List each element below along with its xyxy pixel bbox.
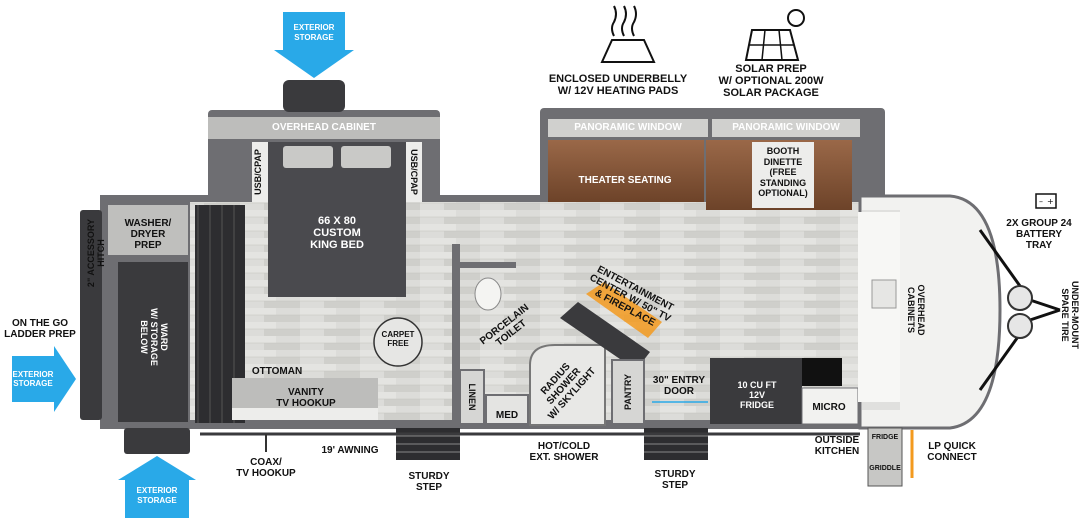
exterior-storage-top-label: EXTERIOR STORAGE bbox=[293, 23, 335, 42]
overhead-cabinet-label: OVERHEAD CABINET bbox=[272, 122, 376, 133]
spare-tire-shape-2 bbox=[1007, 313, 1033, 339]
bathroom-wall-top bbox=[452, 262, 516, 268]
pantry-shape bbox=[611, 359, 645, 425]
fridge-label: 10 CU FT 12V FRIDGE bbox=[737, 380, 777, 410]
heating-pad-icon bbox=[600, 5, 656, 63]
rear-storage-box bbox=[124, 428, 190, 454]
outside-kitchen-label: OUTSIDE KITCHEN bbox=[814, 435, 860, 457]
ottoman-label: OTTOMAN bbox=[251, 366, 303, 377]
solar-panel-icon bbox=[744, 9, 805, 61]
pillow-2 bbox=[341, 146, 391, 168]
linen-label: LINEN bbox=[467, 383, 477, 411]
carpet-free-badge bbox=[373, 317, 423, 367]
coax-label: COAX/ TV HOOKUP bbox=[236, 457, 296, 479]
overhead-cabinet-shape bbox=[208, 117, 440, 139]
nightstand-left bbox=[252, 142, 268, 202]
panoramic-window-shape-2 bbox=[712, 119, 860, 137]
outside-kitchen-shape bbox=[867, 427, 903, 487]
micro-shape bbox=[801, 387, 859, 425]
sturdy-step-1-label: STURDY STEP bbox=[408, 471, 450, 493]
spare-tire-shape bbox=[1007, 285, 1033, 311]
ladder-prep-label: ON THE GO LADDER PREP bbox=[4, 318, 76, 340]
sturdy-step-2-label: STURDY STEP bbox=[654, 469, 696, 491]
outside-fridge-label: FRIDGE bbox=[871, 434, 899, 441]
med-shape bbox=[485, 394, 529, 425]
nightstand-right bbox=[406, 142, 422, 202]
theater-seating-shape bbox=[548, 140, 704, 202]
vanity-label: VANITY TV HOOKUP bbox=[276, 387, 336, 409]
griddle-label: GRIDDLE bbox=[869, 465, 901, 472]
battery-icon-minus: – bbox=[1039, 197, 1043, 206]
micro-label: MICRO bbox=[812, 402, 846, 413]
spare-tire-label: UNDER-MOUNT SPARE TIRE bbox=[1060, 281, 1080, 349]
bedroom-slide-cap bbox=[283, 80, 345, 112]
panoramic-window-1-label: PANORAMIC WINDOW bbox=[574, 122, 682, 133]
panoramic-window-2-label: PANORAMIC WINDOW bbox=[732, 122, 840, 133]
exterior-storage-arrow-bottom bbox=[118, 456, 196, 518]
exterior-storage-bottom-label: EXTERIOR STORAGE bbox=[136, 486, 178, 505]
battery-icon bbox=[1035, 193, 1057, 209]
awning-label: 19' AWNING bbox=[321, 445, 379, 456]
pillow-1 bbox=[283, 146, 333, 168]
bathroom-wall bbox=[452, 244, 460, 424]
entry-door-label: 30" ENTRY DOOR bbox=[652, 375, 706, 397]
accessory-hitch-label: 2" ACCESSORY HITCH bbox=[86, 218, 106, 288]
washer-dryer-label: WASHER/ DRYER PREP bbox=[124, 218, 172, 251]
lp-quick-connect-label: LP QUICK CONNECT bbox=[927, 441, 977, 463]
battery-tray-label: 2X GROUP 24 BATTERY TRAY bbox=[1006, 218, 1072, 251]
med-label: MED bbox=[495, 410, 519, 421]
overhead-cabinets-label: OVERHEAD CABINETS bbox=[906, 284, 926, 336]
washer-dryer-shape bbox=[108, 205, 188, 255]
dinette-table bbox=[752, 142, 814, 208]
underbelly-label: ENCLOSED UNDERBELLY W/ 12V HEATING PADS bbox=[548, 73, 688, 97]
battery-icon-plus: + bbox=[1047, 197, 1054, 206]
wardrobe-shape bbox=[118, 262, 188, 422]
hot-cold-shower-label: HOT/COLD EXT. SHOWER bbox=[529, 441, 599, 463]
panoramic-window-shape-1 bbox=[548, 119, 708, 137]
vanity-top bbox=[232, 408, 378, 420]
king-bed-label: 66 X 80 CUSTOM KING BED bbox=[310, 215, 364, 251]
theater-seating-label: THEATER SEATING bbox=[578, 175, 672, 186]
entertainment-center-shape bbox=[560, 302, 650, 370]
exterior-storage-arrow-left bbox=[12, 346, 76, 412]
usb-cpap-right-label: USB/CPAP bbox=[409, 149, 419, 195]
rear-bumper bbox=[80, 210, 102, 420]
wardrobe-label: WARD W/ STORAGE BELOW bbox=[139, 308, 169, 366]
fridge-shape bbox=[710, 358, 802, 424]
sink-shape bbox=[871, 279, 897, 309]
toilet-shape bbox=[474, 277, 502, 311]
usb-cpap-left-label: USB/CPAP bbox=[253, 149, 263, 195]
shower-shape bbox=[529, 344, 606, 426]
solar-label: SOLAR PREP W/ OPTIONAL 200W SOLAR PACKAG… bbox=[718, 63, 824, 99]
fireplace-glow bbox=[586, 282, 662, 338]
exterior-storage-left-label: EXTERIOR STORAGE bbox=[12, 370, 54, 388]
pantry-label: PANTRY bbox=[623, 374, 633, 410]
stove-shape bbox=[802, 358, 842, 386]
booth-dinette-label: BOOTH DINETTE (FREE STANDING OPTIONAL) bbox=[758, 146, 808, 198]
carpet-free-label: CARPET FREE bbox=[381, 330, 415, 348]
exterior-storage-arrow-top bbox=[274, 12, 354, 78]
linen-shape bbox=[459, 369, 485, 425]
